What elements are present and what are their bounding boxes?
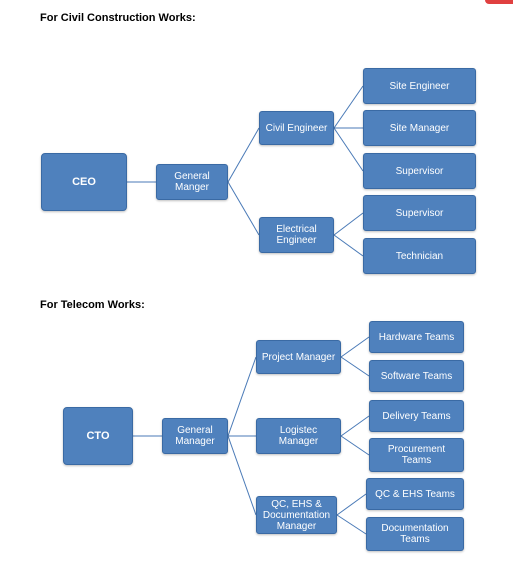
org-node-logistec-manager: Logistec Manager [256,418,341,454]
org-node-site-manager: Site Manager [363,110,476,146]
org-node-general-manager: General Manager [162,418,228,454]
org-node-supervisor: Supervisor [363,195,476,231]
org-node-electrical-engineer: Electrical Engineer [259,217,334,253]
org-node-site-engineer: Site Engineer [363,68,476,104]
org-node-hardware-teams: Hardware Teams [369,321,464,353]
org-node-qc-ehs-documentation-manager: QC, EHS & Documentation Manager [256,496,337,534]
org-node-technician: Technician [363,238,476,274]
org-node-delivery-teams: Delivery Teams [369,400,464,432]
civil-works-heading: For Civil Construction Works: [40,12,196,24]
org-node-cto: CTO [63,407,133,465]
org-node-procurement-teams: Procurement Teams [369,438,464,472]
org-node-project-manager: Project Manager [256,340,341,374]
org-node-qc-ehs-teams: QC & EHS Teams [366,478,464,510]
org-node-documentation-teams: Documentation Teams [366,517,464,551]
org-node-civil-engineer: Civil Engineer [259,111,334,145]
org-node-supervisor: Supervisor [363,153,476,189]
org-node-general-manager: General Manger [156,164,228,200]
telecom-works-heading: For Telecom Works: [40,299,145,311]
org-node-software-teams: Software Teams [369,360,464,392]
org-node-ceo: CEO [41,153,127,211]
page-corner-decoration [485,0,513,4]
